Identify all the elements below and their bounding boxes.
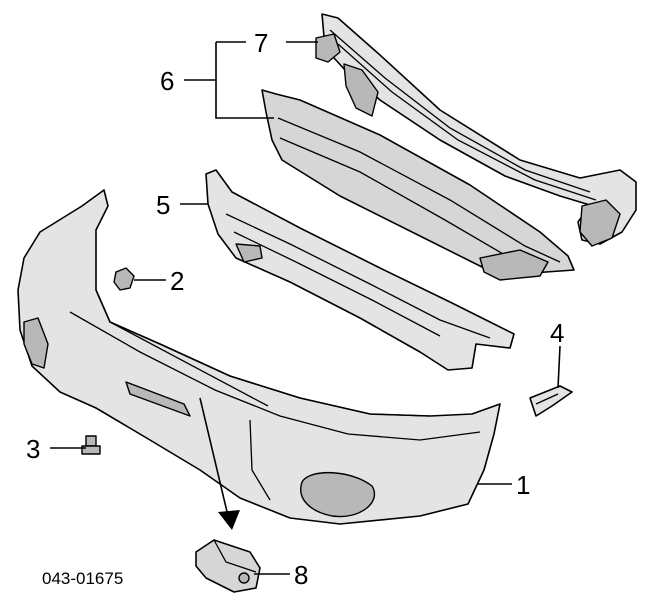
clip-part-2: [113, 267, 135, 291]
upper-reinforcement-bar: [315, 13, 637, 247]
impact-absorber-bar: [261, 89, 575, 281]
callout-6: 6: [160, 66, 174, 96]
callout-4: 4: [550, 318, 564, 348]
sensor-part-8: [195, 539, 261, 593]
callout-1: 1: [516, 470, 530, 500]
detail-arrow: [199, 397, 240, 530]
callout-3: 3: [26, 434, 40, 464]
part-code: 043-01675: [42, 569, 123, 588]
callout-7: 7: [254, 28, 268, 58]
lower-support-bar: [205, 169, 515, 371]
bolt-part-3: [81, 435, 101, 455]
bumper-cover: [17, 189, 501, 525]
callout-5: 5: [156, 190, 170, 220]
leader-lines: [50, 41, 561, 575]
bracket-part-4: [529, 385, 573, 417]
callout-2: 2: [170, 266, 184, 296]
callout-8: 8: [294, 560, 308, 590]
